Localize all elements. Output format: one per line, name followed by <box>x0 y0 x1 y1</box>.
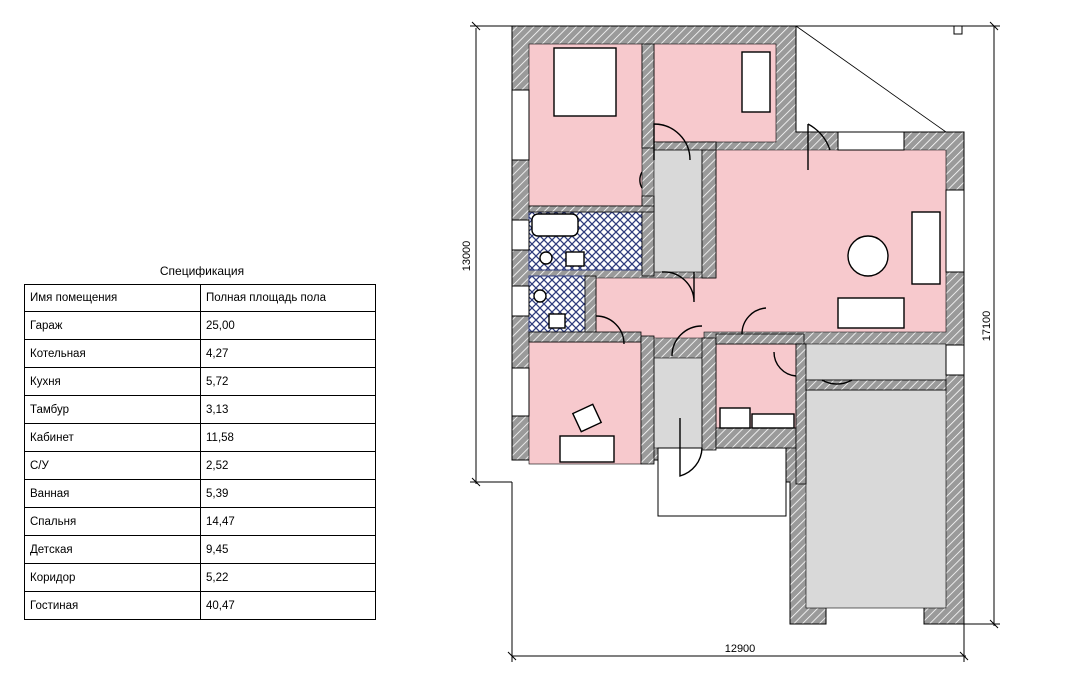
room-area-cell: 25,00 <box>200 311 376 340</box>
sofa-bottom-icon <box>837 297 905 329</box>
desk-icon <box>559 435 615 463</box>
dimension-height-right: 17100 <box>981 311 993 342</box>
room-name-cell: Кабинет <box>24 423 201 452</box>
room-name-cell: Гостиная <box>24 591 201 620</box>
room-area-cell: 9,45 <box>200 535 376 564</box>
room-area-cell: 40,47 <box>200 591 376 620</box>
rooms <box>528 43 947 609</box>
room-area-cell: 2,52 <box>200 451 376 480</box>
room-area-cell: 5,72 <box>200 367 376 396</box>
room-garage <box>805 389 947 609</box>
room-name-cell: Детская <box>24 535 201 564</box>
room-vestibule <box>653 357 703 449</box>
table-header-row: Имя помещения Полная площадь пола <box>24 284 376 312</box>
room-corridor-upper <box>653 147 703 273</box>
dimension-lines <box>470 21 1000 662</box>
room-area-cell: 3,13 <box>200 395 376 424</box>
sofa-right-icon <box>911 211 941 285</box>
room-boiler <box>803 343 947 381</box>
toilet-sink-icon <box>548 313 566 329</box>
room-name-cell: Кухня <box>24 367 201 396</box>
double-bed-icon <box>553 47 617 117</box>
dimension-width-bottom: 12900 <box>725 643 756 655</box>
dimension-height-left: 13000 <box>461 241 473 272</box>
specification-title: Спецификация <box>159 264 245 278</box>
column-header-floor-area: Полная площадь пола <box>200 284 376 312</box>
single-bed-icon <box>741 51 771 113</box>
porch-step <box>657 447 787 517</box>
chair-icon <box>571 403 603 433</box>
room-area-cell: 5,39 <box>200 479 376 508</box>
bathtub-icon <box>531 213 579 237</box>
round-table-icon <box>847 235 889 277</box>
internal-walls <box>528 43 947 485</box>
kitchen-sink-icon <box>719 407 751 429</box>
wc-icon <box>533 289 547 303</box>
doors <box>595 123 853 477</box>
room-area-cell: 11,58 <box>200 423 376 452</box>
windows <box>511 89 965 417</box>
toilet-icon <box>539 251 553 265</box>
room-name-cell: Спальня <box>24 507 201 536</box>
column-header-room-name: Имя помещения <box>24 284 201 312</box>
sink-icon <box>565 251 585 267</box>
room-area-cell: 5,22 <box>200 563 376 592</box>
furniture <box>531 47 941 463</box>
room-name-cell: Гараж <box>24 311 201 340</box>
specification-table: Спецификация Имя помещения Полная площад… <box>24 262 376 620</box>
kitchen-counter-icon <box>751 413 795 429</box>
